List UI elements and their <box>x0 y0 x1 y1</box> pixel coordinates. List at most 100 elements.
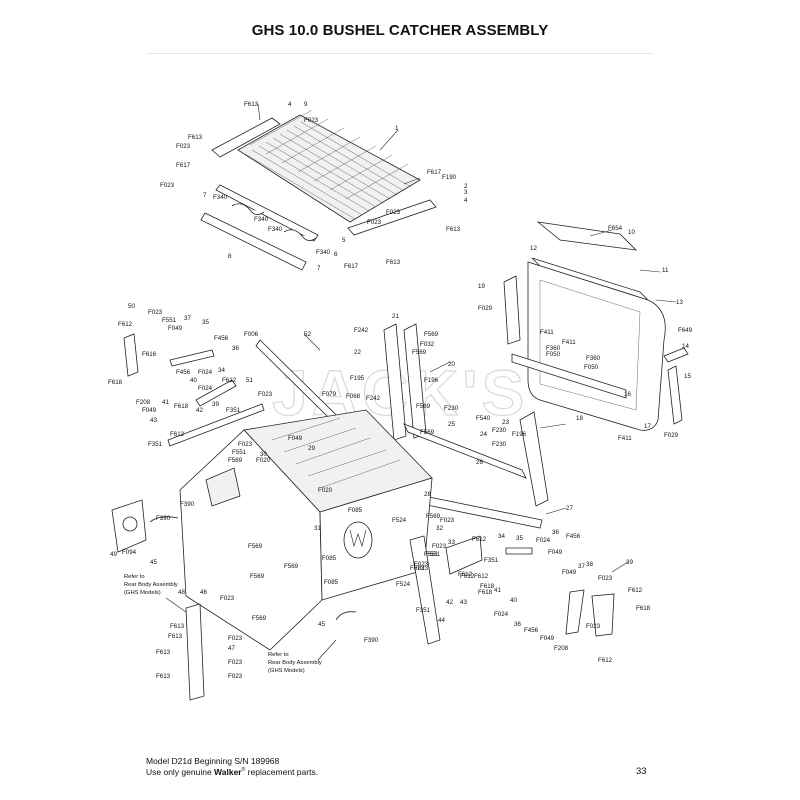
callout: F456 <box>566 533 581 540</box>
callout: F360 <box>586 355 601 362</box>
callout: F551 <box>426 551 441 558</box>
callout: 37 <box>578 563 585 570</box>
callout: F023 <box>176 143 191 150</box>
callout: F569 <box>424 331 439 338</box>
callout: F456 <box>524 627 539 634</box>
hinge-plate-right <box>445 535 483 575</box>
latch-handle <box>663 347 689 363</box>
rear-body-note-left: Refer to Rear Body Assembly (GHS Models) <box>124 574 178 596</box>
leader-lines <box>165 103 677 661</box>
callout: F085 <box>322 555 337 562</box>
callout: F390 <box>364 637 379 644</box>
bracket-right <box>283 229 317 241</box>
lower-arm-left <box>167 403 265 447</box>
callout: 25 <box>448 421 455 428</box>
note-line: Rear Body Assembly <box>124 582 178 588</box>
callout: F024 <box>198 385 213 392</box>
rail-right-bottom <box>347 199 437 236</box>
callout: 42 <box>196 407 203 414</box>
callout-labels: F613 4 9 F023 1 F613 F023 F617 F023 F617… <box>108 101 693 680</box>
callout: 6 <box>334 251 338 258</box>
callout: F024 <box>198 369 213 376</box>
callout: F023 <box>386 209 401 216</box>
callout: 21 <box>392 313 399 320</box>
callout: F049 <box>168 325 183 332</box>
callout: F340 <box>213 194 228 201</box>
callout: 39 <box>212 401 219 408</box>
callout: 22 <box>354 349 361 356</box>
callout: F569 <box>284 563 299 570</box>
callout: F524 <box>396 581 411 588</box>
callout: F230 <box>492 441 507 448</box>
callout: F023 <box>367 219 382 226</box>
callout: 20 <box>448 361 455 368</box>
callout: 31 <box>314 525 321 532</box>
callout: 18 <box>576 415 583 422</box>
callout: F569 <box>426 513 441 520</box>
callout: F351 <box>226 407 241 414</box>
callout: F049 <box>288 435 303 442</box>
callout: F618 <box>478 589 493 596</box>
footer-model: Model D21d Beginning S/N 189968 <box>146 756 280 766</box>
callout: 46 <box>200 589 207 596</box>
callout: 10 <box>628 229 635 236</box>
callout: F242 <box>354 327 369 334</box>
callout: 24 <box>480 431 487 438</box>
callout: 41 <box>494 587 501 594</box>
callout: F023 <box>220 595 235 602</box>
callout: F569 <box>416 403 431 410</box>
callout: F351 <box>416 607 431 614</box>
callout: F085 <box>324 579 339 586</box>
spring-cartridge <box>505 547 533 555</box>
callout: 44 <box>438 617 445 624</box>
callout: 38 <box>586 561 593 568</box>
callout: F029 <box>478 305 493 312</box>
callout: 37 <box>184 315 191 322</box>
callout: F569 <box>248 543 263 550</box>
note-line: Rear Body Assembly <box>268 660 322 666</box>
callout: F049 <box>562 569 577 576</box>
callout: 36 <box>232 345 239 352</box>
callout: F569 <box>252 615 267 622</box>
callout: 12 <box>530 245 537 252</box>
callout: 19 <box>478 283 485 290</box>
callout: F390 <box>180 501 195 508</box>
callout: 35 <box>202 319 209 326</box>
callout: F023 <box>228 659 243 666</box>
callout: F618 <box>174 403 189 410</box>
side-post-right <box>519 411 549 507</box>
callout: 1 <box>395 125 399 132</box>
callout: 28 <box>424 491 431 498</box>
handle-bottom <box>335 611 357 621</box>
callout: F340 <box>268 226 283 233</box>
handle-left <box>149 516 179 523</box>
callout: F023 <box>228 673 243 680</box>
hinge-link-left <box>195 379 237 407</box>
callout: 7 <box>203 192 207 199</box>
callout: F023 <box>414 561 429 568</box>
callout: F617 <box>176 162 191 169</box>
callout: F617 <box>344 263 359 270</box>
callout: F524 <box>392 517 407 524</box>
callout: F612 <box>170 431 185 438</box>
callout: F456 <box>214 335 229 342</box>
callout: F049 <box>548 549 563 556</box>
callout: F616 <box>142 351 157 358</box>
callout: 8 <box>228 253 232 260</box>
callout: F023 <box>586 623 601 630</box>
callout: F085 <box>348 507 363 514</box>
bracket-left <box>231 203 265 215</box>
callout: 13 <box>676 299 683 306</box>
rear-body-note-right: Refer to Rear Body Assembly (GHS Models) <box>268 652 322 674</box>
callout: 4 <box>288 101 292 108</box>
callout: F612 <box>628 587 643 594</box>
callout: F340 <box>254 216 269 223</box>
body-window <box>205 467 241 507</box>
callout: 43 <box>150 417 157 424</box>
callout: F230 <box>444 405 459 412</box>
callout: 35 <box>516 535 523 542</box>
callout: F230 <box>492 427 507 434</box>
callout: F551 <box>232 449 247 456</box>
door-bottom-bar <box>511 353 627 399</box>
latch-plate <box>667 365 683 425</box>
